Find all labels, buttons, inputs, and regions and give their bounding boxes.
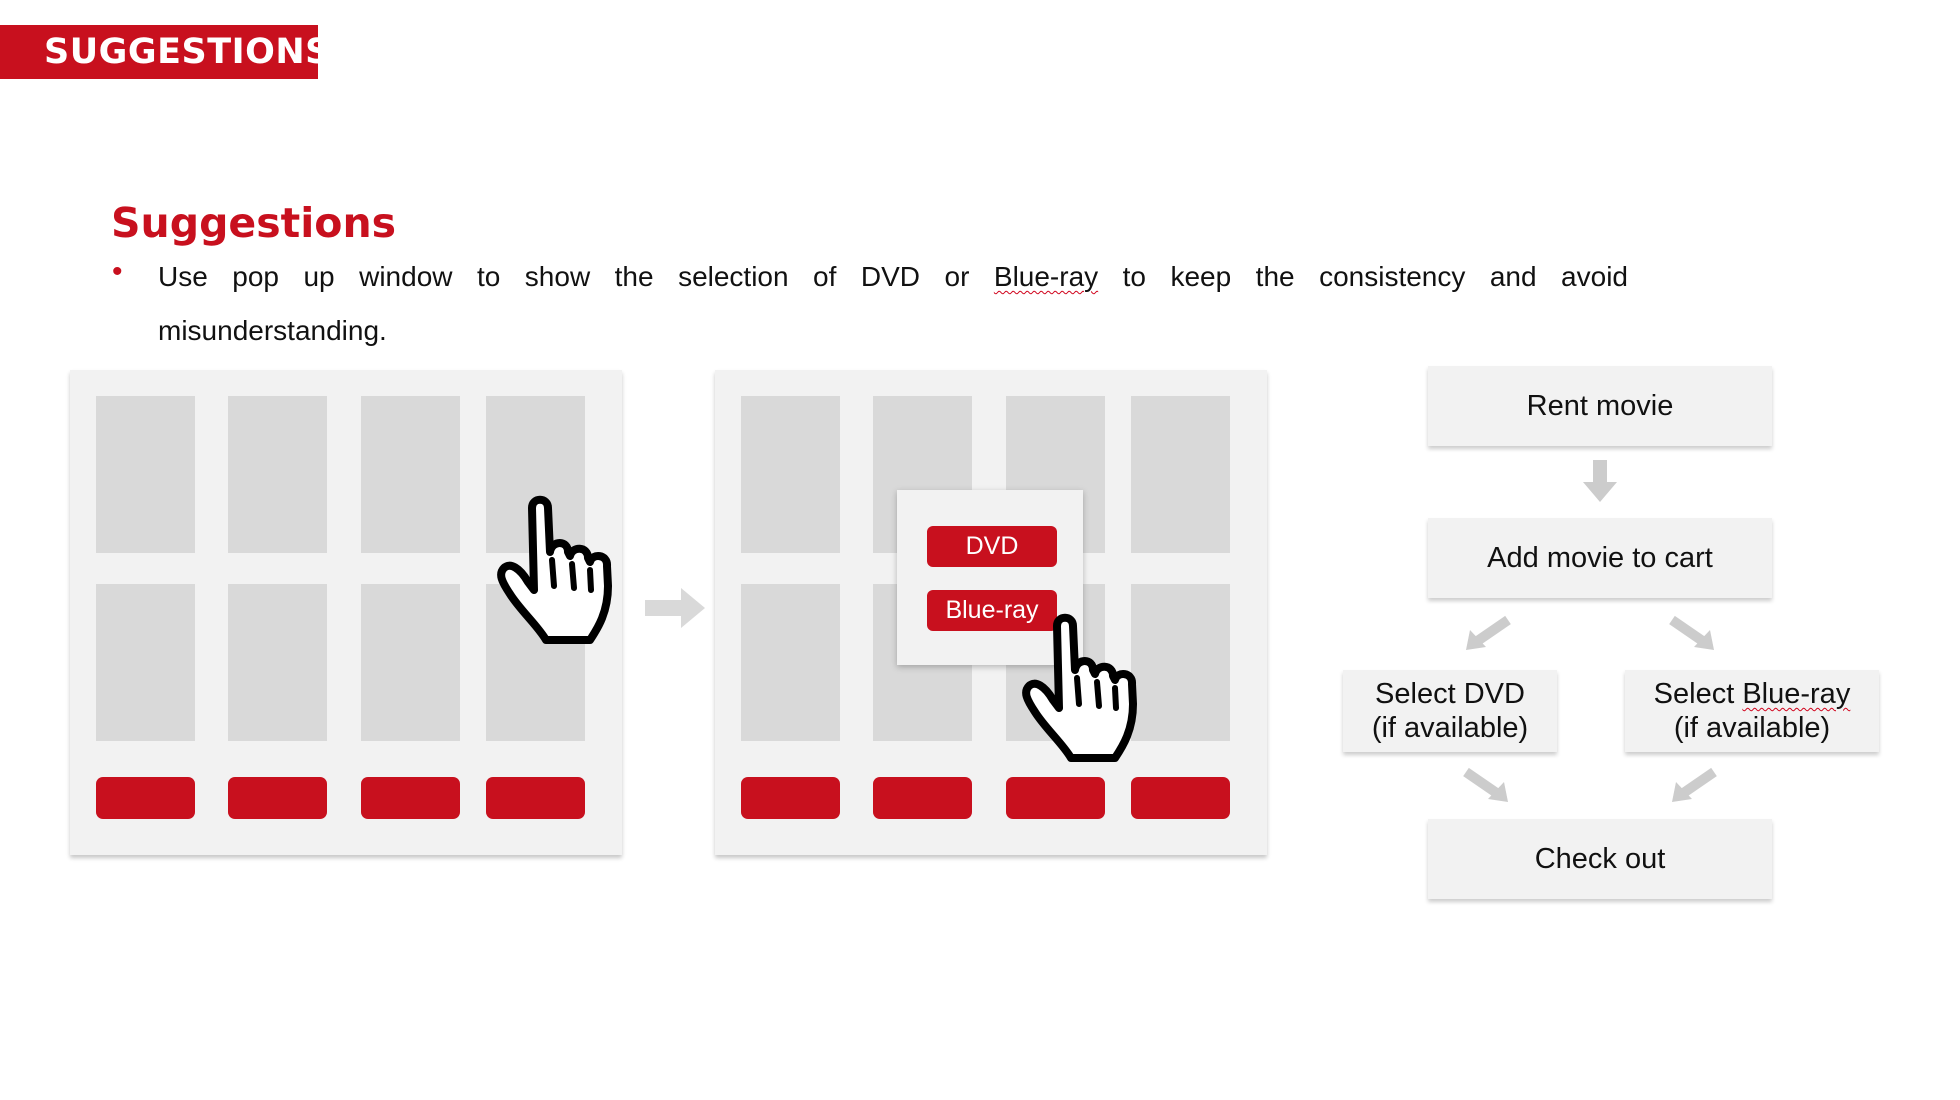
pointing-hand-icon xyxy=(497,495,612,644)
pointing-hand-icon xyxy=(1022,613,1137,762)
movie-tile[interactable] xyxy=(96,584,195,741)
bluray-button[interactable]: Blue-ray xyxy=(927,590,1057,631)
down-arrow-icon xyxy=(1583,460,1617,502)
rent-button[interactable] xyxy=(228,777,327,819)
header-tag: SUGGESTIONS xyxy=(0,25,330,79)
movie-tile[interactable] xyxy=(361,584,460,741)
bullet-marker: • xyxy=(112,255,123,288)
diagonal-arrow-icon xyxy=(1672,767,1717,802)
rent-button[interactable] xyxy=(741,777,840,819)
diagonal-arrow-icon xyxy=(1669,615,1714,650)
format-popup: DVD Blue-ray xyxy=(897,490,1083,665)
flow-step-select-dvd: Select DVD (if available) xyxy=(1343,670,1557,752)
movie-tile[interactable] xyxy=(228,396,327,553)
bullet-text-start: Use pop up window to show the selection … xyxy=(158,261,994,292)
section-title: Suggestions xyxy=(111,199,397,247)
flow-step-label: Rent movie xyxy=(1526,390,1674,422)
diagonal-arrow-icon xyxy=(1463,767,1508,802)
movie-tile[interactable] xyxy=(96,396,195,553)
movie-tile[interactable] xyxy=(228,584,327,741)
rent-button[interactable] xyxy=(361,777,460,819)
rent-button[interactable] xyxy=(873,777,972,819)
rent-button[interactable] xyxy=(1006,777,1105,819)
spellcheck-flagged-word: Blue-ray xyxy=(1742,678,1851,710)
flow-step-label: Check out xyxy=(1534,843,1666,875)
flow-step-label: Select Blue-ray xyxy=(1654,677,1851,711)
bullet-text-end: to keep the consistency and avoid misund… xyxy=(158,261,1628,346)
rent-button[interactable] xyxy=(1131,777,1230,819)
rent-button[interactable] xyxy=(96,777,195,819)
bullet-text: Use pop up window to show the selection … xyxy=(158,250,1628,358)
diagonal-arrow-icon xyxy=(1466,615,1511,650)
spellcheck-flagged-word: Blue-ray xyxy=(993,261,1099,292)
dvd-button[interactable]: DVD xyxy=(927,526,1057,567)
flow-step-note: (if available) xyxy=(1673,712,1831,744)
flow-step-rent-movie: Rent movie xyxy=(1428,366,1772,446)
flow-step-label: Add movie to cart xyxy=(1487,542,1713,574)
flow-step-note: (if available) xyxy=(1371,712,1529,744)
movie-tile[interactable] xyxy=(741,584,840,741)
flow-step-add-to-cart: Add movie to cart xyxy=(1428,518,1772,598)
flow-step-label-start: Select xyxy=(1653,678,1743,710)
flow-step-label: Select DVD xyxy=(1375,678,1525,710)
rent-button[interactable] xyxy=(486,777,585,819)
flow-step-select-bluray: Select Blue-ray (if available) xyxy=(1625,670,1879,752)
movie-tile[interactable] xyxy=(741,396,840,553)
movie-tile[interactable] xyxy=(1131,396,1230,553)
right-arrow-icon xyxy=(645,588,705,628)
movie-tile[interactable] xyxy=(1131,584,1230,741)
flow-step-check-out: Check out xyxy=(1428,819,1772,899)
movie-tile[interactable] xyxy=(361,396,460,553)
